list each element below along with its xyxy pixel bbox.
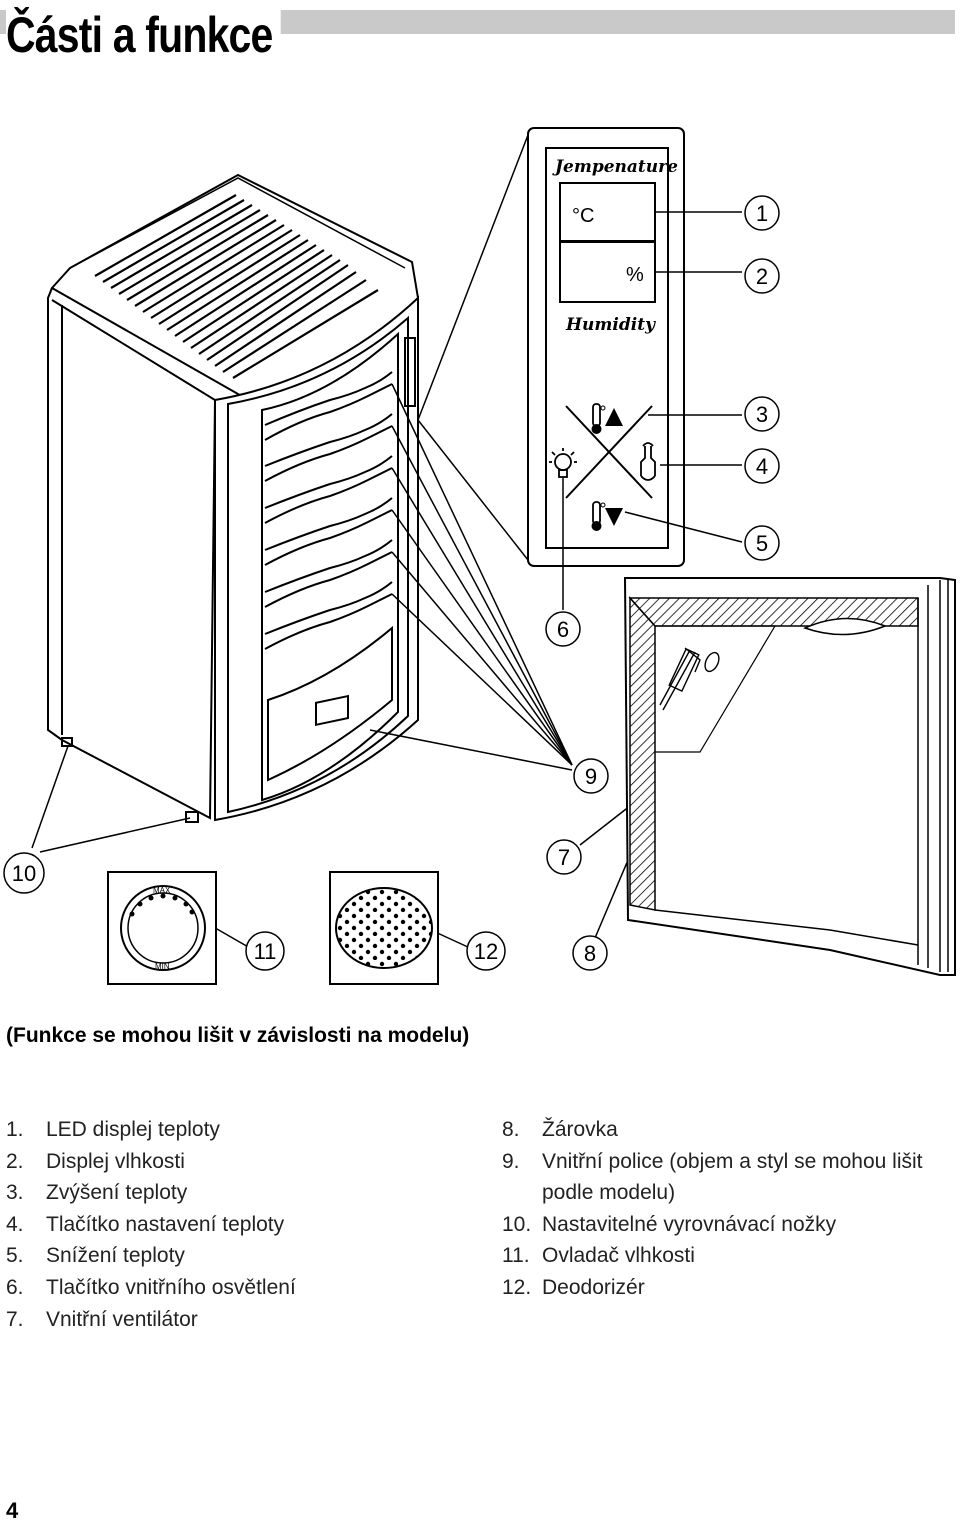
interior-cutaway bbox=[623, 577, 956, 976]
page-number: 4 bbox=[6, 1498, 19, 1523]
callout-6: 6 bbox=[545, 611, 581, 647]
dial-max-label: MAX bbox=[153, 886, 171, 895]
temperature-down-icon bbox=[591, 501, 623, 531]
temperature-up-icon bbox=[591, 403, 623, 434]
list-item: 1.LED displej teploty bbox=[6, 1118, 220, 1141]
model-variation-note: (Funkce se mohou lišit v závislosti na m… bbox=[6, 1024, 470, 1047]
list-item: 5.Snížení teploty bbox=[6, 1244, 185, 1268]
control-panel: Jempenature °C % Humidity bbox=[527, 127, 685, 567]
callout-2: 2 bbox=[744, 258, 780, 294]
temperature-display bbox=[559, 182, 656, 242]
dial-min-label: MIN bbox=[155, 962, 170, 971]
callout-5: 5 bbox=[744, 525, 780, 561]
settings-wrench-icon bbox=[640, 442, 656, 481]
parts-diagram: Jempenature °C % Humidity bbox=[3, 127, 956, 985]
svg-text:9: 9 bbox=[585, 764, 597, 789]
svg-text:4: 4 bbox=[756, 454, 768, 479]
parts-list-right: 8.Žárovka 9.Vnitřní police (objem a styl… bbox=[502, 1114, 952, 1304]
svg-text:1: 1 bbox=[756, 201, 768, 226]
humidity-dial: MAX MIN bbox=[107, 871, 217, 985]
list-item: 12.Deodorizér bbox=[502, 1275, 645, 1299]
svg-text:12: 12 bbox=[474, 939, 498, 964]
wine-cabinet-illustration bbox=[47, 173, 420, 823]
percent-unit: % bbox=[626, 264, 644, 286]
callout-1: 1 bbox=[744, 195, 780, 231]
list-item: 3.Zvýšení teploty bbox=[6, 1181, 188, 1205]
callout-10: 10 bbox=[3, 852, 45, 894]
celsius-unit: °C bbox=[572, 205, 594, 227]
list-item: 6.Tlačítko vnitřního osvětlení bbox=[6, 1275, 296, 1299]
list-item: 7.Vnitřní ventilátor bbox=[6, 1307, 198, 1331]
svg-text:8: 8 bbox=[584, 941, 596, 966]
humidity-display bbox=[559, 241, 656, 303]
svg-text:7: 7 bbox=[558, 845, 570, 870]
list-item: 8.Žárovka bbox=[502, 1118, 618, 1141]
callout-8: 8 bbox=[572, 935, 608, 971]
callout-9: 9 bbox=[573, 758, 609, 794]
svg-text:6: 6 bbox=[557, 617, 569, 642]
list-item: 9.Vnitřní police (objem a styl se mohou … bbox=[502, 1149, 923, 1205]
callout-12: 12 bbox=[466, 931, 506, 971]
deodorizer-grille bbox=[329, 871, 439, 985]
svg-text:2: 2 bbox=[756, 264, 768, 289]
humidity-label: Humidity bbox=[565, 315, 656, 335]
svg-text:11: 11 bbox=[254, 939, 277, 964]
svg-text:10: 10 bbox=[12, 861, 36, 886]
callout-3: 3 bbox=[744, 396, 780, 432]
list-item: 2.Displej vlhkosti bbox=[6, 1149, 185, 1173]
list-item: 4.Tlačítko nastavení teploty bbox=[6, 1212, 285, 1236]
light-bulb-icon bbox=[549, 448, 577, 478]
list-item: 11.Ovladač vlhkosti bbox=[502, 1244, 695, 1268]
svg-text:3: 3 bbox=[756, 402, 768, 427]
callout-7: 7 bbox=[546, 839, 582, 875]
callout-numbers: 1 2 3 4 5 6 9 7 8 10 11 12 bbox=[3, 195, 780, 971]
page-title: Části a funkce bbox=[6, 2, 281, 68]
callout-11: 11 bbox=[245, 931, 285, 971]
temperature-label: Jempenature bbox=[552, 157, 678, 177]
svg-text:5: 5 bbox=[756, 531, 768, 556]
callout-4: 4 bbox=[744, 448, 780, 484]
parts-list-left: 1.LED displej teploty 2.Displej vlhkosti… bbox=[6, 1114, 476, 1335]
list-item: 10.Nastavitelné vyrovnávací nožky bbox=[502, 1212, 837, 1236]
